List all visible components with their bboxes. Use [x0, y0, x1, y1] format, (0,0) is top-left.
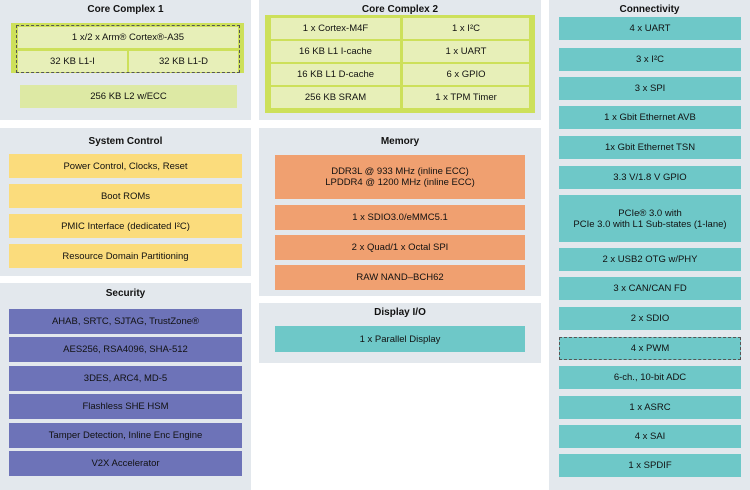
security-v2x: V2X Accelerator: [9, 451, 242, 476]
cluster-dashed-outline: [16, 25, 240, 73]
conn-pcie-line2: PCIe 3.0 with L1 Sub-states (1-lane): [573, 218, 727, 230]
system-control-title: System Control: [88, 136, 163, 147]
conn-pwm: 4 x PWM: [559, 337, 741, 360]
conn-asrc: 1 x ASRC: [559, 396, 741, 419]
cc2-left-2: 16 KB L1 D-cache: [271, 64, 400, 85]
memory-ddr: DDR3L @ 933 MHz (inline ECC) LPDDR4 @ 12…: [275, 155, 525, 199]
core-complex-2-title: Core Complex 2: [361, 4, 439, 15]
l1i-cache-box: 32 KB L1-I: [18, 51, 127, 72]
memory-title: Memory: [380, 136, 420, 147]
security-title: Security: [105, 288, 146, 299]
connectivity-panel: Connectivity 4 x UART 3 x I²C 3 x SPI 1 …: [549, 0, 750, 490]
cc2-left-0: 1 x Cortex-M4F: [271, 18, 400, 39]
conn-pcie: PCIe® 3.0 with PCIe 3.0 with L1 Sub-stat…: [559, 195, 741, 242]
cc2-left-3: 256 KB SRAM: [271, 87, 400, 108]
display-io-title: Display I/O: [374, 307, 426, 318]
memory-panel: Memory DDR3L @ 933 MHz (inline ECC) LPDD…: [259, 128, 541, 296]
cc2-right-1: 1 x UART: [403, 41, 529, 62]
security-3des: 3DES, ARC4, MD-5: [9, 366, 242, 391]
core-complex-2-panel: Core Complex 2 1 x Cortex-M4F 16 KB L1 I…: [259, 0, 541, 120]
conn-i2c: 3 x I²C: [559, 48, 741, 71]
display-io-panel: Display I/O 1 x Parallel Display: [259, 303, 541, 363]
cc2-right-2: 6 x GPIO: [403, 64, 529, 85]
security-she-hsm: Flashless SHE HSM: [9, 394, 242, 419]
conn-sdio: 2 x SDIO: [559, 307, 741, 330]
core-complex-1-title: Core Complex 1: [87, 4, 164, 15]
display-parallel: 1 x Parallel Display: [275, 326, 525, 352]
system-control-panel: System Control Power Control, Clocks, Re…: [0, 128, 251, 276]
conn-usb: 2 x USB2 OTG w/PHY: [559, 248, 741, 271]
cortex-a35-box: 1 x/2 x Arm® Cortex®-A35: [18, 27, 238, 48]
security-aes: AES256, RSA4096, SHA-512: [9, 337, 242, 362]
security-ahab: AHAB, SRTC, SJTAG, TrustZone®: [9, 309, 242, 334]
memory-ddr3l: DDR3L @ 933 MHz (inline ECC): [331, 166, 469, 177]
l1d-cache-box: 32 KB L1-D: [129, 51, 238, 72]
conn-can: 3 x CAN/CAN FD: [559, 277, 741, 300]
security-panel: Security AHAB, SRTC, SJTAG, TrustZone® A…: [0, 283, 251, 490]
cc2-left-1: 16 KB L1 I-cache: [271, 41, 400, 62]
sysctl-power-clocks-reset: Power Control, Clocks, Reset: [9, 154, 242, 178]
sysctl-pmic-interface: PMIC Interface (dedicated I²C): [9, 214, 242, 238]
conn-uart: 4 x UART: [559, 17, 741, 40]
sysctl-resource-domain: Resource Domain Partitioning: [9, 244, 242, 268]
memory-raw-nand: RAW NAND–BCH62: [275, 265, 525, 290]
memory-sdio-emmc: 1 x SDIO3.0/eMMC5.1: [275, 205, 525, 230]
l2-cache-box: 256 KB L2 w/ECC: [20, 85, 237, 108]
conn-eth-avb: 1 x Gbit Ethernet AVB: [559, 106, 741, 129]
connectivity-title: Connectivity: [619, 4, 680, 15]
memory-lpddr4: LPDDR4 @ 1200 MHz (inline ECC): [325, 177, 475, 188]
cc2-right-3: 1 x TPM Timer: [403, 87, 529, 108]
security-tamper: Tamper Detection, Inline Enc Engine: [9, 423, 242, 448]
conn-spdif: 1 x SPDIF: [559, 454, 741, 477]
sysctl-boot-roms: Boot ROMs: [9, 184, 242, 208]
conn-eth-tsn: 1x Gbit Ethernet TSN: [559, 136, 741, 159]
conn-pcie-line1: PCIe® 3.0 with: [618, 207, 682, 219]
conn-spi: 3 x SPI: [559, 77, 741, 100]
memory-spi: 2 x Quad/1 x Octal SPI: [275, 235, 525, 260]
core-complex-1-panel: Core Complex 1 1 x/2 x Arm® Cortex®-A35 …: [0, 0, 251, 120]
conn-gpio: 3.3 V/1.8 V GPIO: [559, 166, 741, 189]
conn-adc: 6-ch., 10-bit ADC: [559, 366, 741, 389]
conn-sai: 4 x SAI: [559, 425, 741, 448]
cc2-right-0: 1 x I²C: [403, 18, 529, 39]
